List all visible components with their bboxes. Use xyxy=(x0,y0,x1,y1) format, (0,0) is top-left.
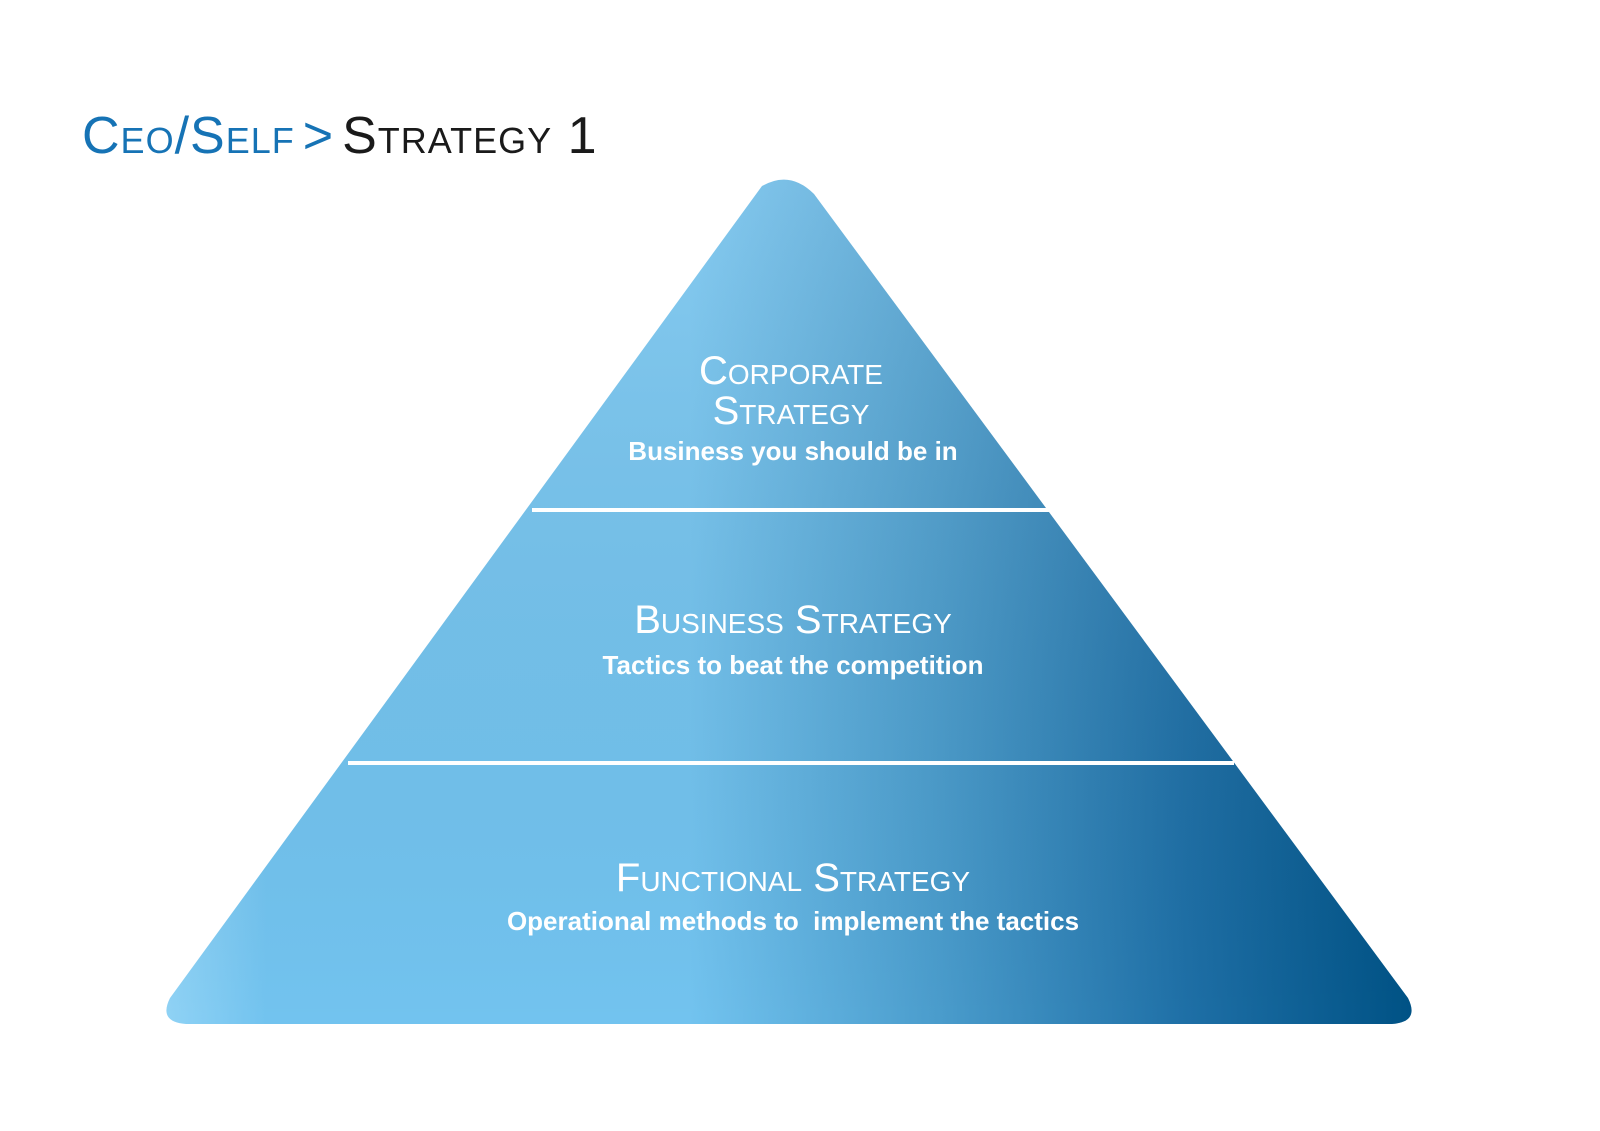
tier-business-title: Business Strategy xyxy=(634,598,952,642)
tier-corporate: Corporate Strategy Business you should b… xyxy=(628,349,957,466)
tier-corporate-title-line2: Strategy xyxy=(713,389,870,433)
title-separator: > xyxy=(302,107,335,165)
tier-corporate-subtitle: Business you should be in xyxy=(628,436,957,466)
tier-corporate-title-line1: Corporate xyxy=(699,349,883,393)
pyramid-highlight xyxy=(166,179,1412,1025)
tier-functional-subtitle: Operational methods to implement the tac… xyxy=(507,906,1079,936)
tier-business-subtitle: Tactics to beat the competition xyxy=(603,650,984,680)
title-section: Strategy 1 xyxy=(342,107,598,165)
tier-functional-title: Functional Strategy xyxy=(616,856,971,900)
page-title: Ceo/Self>Strategy 1 xyxy=(82,104,598,168)
tier-functional: Functional Strategy Operational methods … xyxy=(507,856,1079,936)
tier-business: Business Strategy Tactics to beat the co… xyxy=(603,598,984,680)
title-brand: Ceo/Self xyxy=(82,107,295,165)
